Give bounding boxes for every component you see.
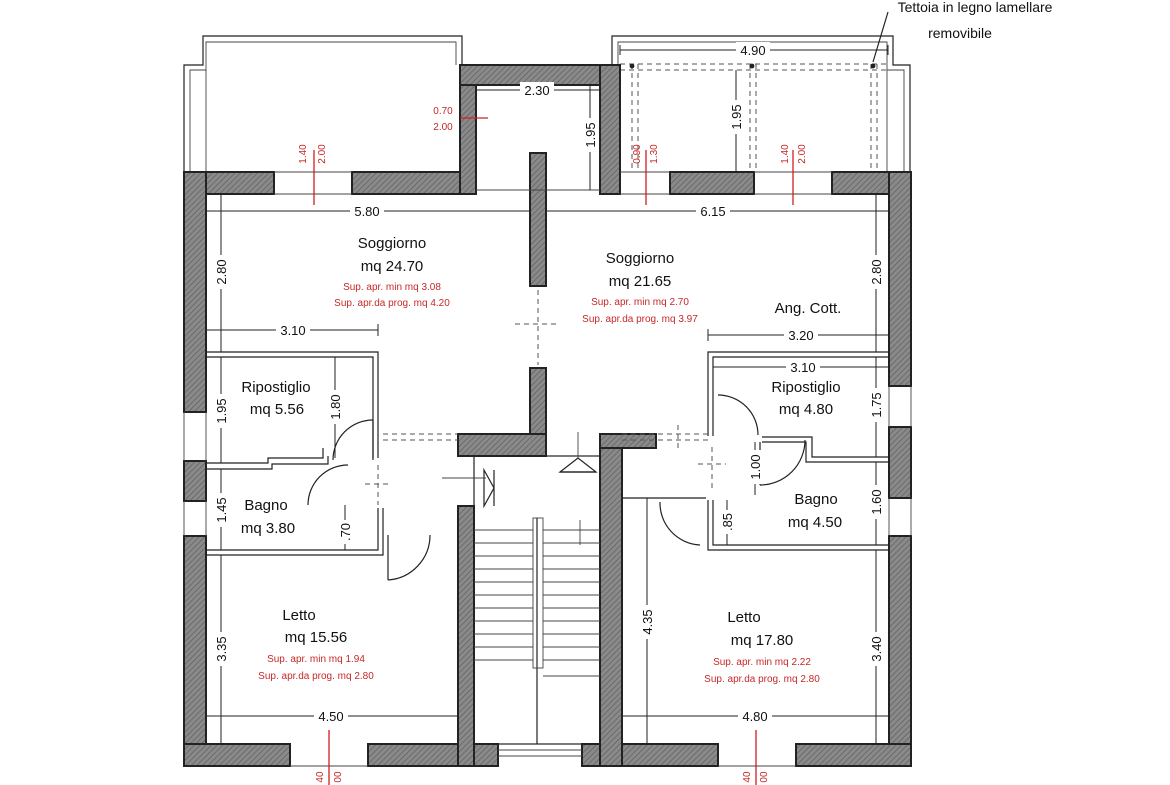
room-name-letto-left: Letto (282, 607, 315, 624)
dim-085: .85 (720, 513, 735, 531)
room-name-letto-right: Letto (727, 609, 760, 626)
dim-435: 4.35 (640, 609, 655, 634)
exterior-walls (183, 64, 912, 767)
win2-b: 2.00 (317, 144, 328, 164)
tettoia-roof (620, 11, 889, 172)
room-min-letto-left: Sup. apr. min mq 1.94 (267, 654, 365, 665)
dim-280-left: 2.80 (214, 259, 229, 284)
win3-b: 1.30 (649, 144, 660, 164)
win3-a: 0.90 (632, 144, 643, 164)
window-labels: 0.70 2.00 1.40 2.00 0.90 1.30 1.40 2.00 … (298, 106, 808, 783)
dim-195-top: 1.95 (583, 122, 598, 147)
interior-walls (206, 152, 889, 767)
dashed-marks (365, 290, 726, 505)
dim-335: 3.35 (214, 636, 229, 661)
dim-615: 6.15 (700, 204, 725, 219)
win2-a: 1.40 (298, 144, 309, 164)
room-name-soggiorno-right: Soggiorno (606, 250, 674, 267)
room-min-letto-right: Sup. apr. min mq 2.22 (713, 657, 811, 668)
dim-180: 1.80 (328, 394, 343, 419)
dim-160: 1.60 (869, 489, 884, 514)
dimension-labels: 4.90 2.30 1.95 1.95 5.80 6.15 2.80 2.80 … (213, 42, 884, 724)
room-prog-letto-right: Sup. apr.da prog. mq 2.80 (704, 674, 820, 685)
room-min-soggiorno-left: Sup. apr. min mq 3.08 (343, 282, 441, 293)
dim-320: 3.20 (788, 328, 813, 343)
dim-175: 1.75 (869, 392, 884, 417)
room-area-ripostiglio-left: mq 5.56 (250, 401, 304, 418)
dim-310-left: 3.10 (280, 323, 305, 338)
room-name-bagno-right: Bagno (794, 491, 837, 508)
room-area-soggiorno-right: mq 21.65 (609, 273, 672, 290)
dim-490: 4.90 (740, 43, 765, 58)
balcony-left (183, 35, 463, 172)
room-name-bagno-left: Bagno (244, 497, 287, 514)
win6-a: 40 (742, 771, 753, 783)
dim-340: 3.40 (869, 636, 884, 661)
room-prog-letto-left: Sup. apr.da prog. mq 2.80 (258, 671, 374, 682)
room-prog-soggiorno-right: Sup. apr.da prog. mq 3.97 (582, 314, 698, 325)
room-name-soggiorno-left: Soggiorno (358, 235, 426, 252)
room-area-bagno-right: mq 4.50 (788, 514, 842, 531)
win4-a: 1.40 (780, 144, 791, 164)
room-area-letto-right: mq 17.80 (731, 632, 794, 649)
dim-310-right: 3.10 (790, 360, 815, 375)
win5-b: 00 (333, 771, 344, 783)
dim-280-right: 2.80 (869, 259, 884, 284)
win6-b: 00 (759, 771, 770, 783)
win1-b: 2.00 (433, 122, 453, 133)
tettoia-note-line2: removibile (928, 25, 992, 41)
dim-480: 4.80 (742, 709, 767, 724)
dim-145: 1.45 (214, 497, 229, 522)
room-area-bagno-left: mq 3.80 (241, 520, 295, 537)
dim-100: 1.00 (748, 454, 763, 479)
dim-450: 4.50 (318, 709, 343, 724)
terrace-right (611, 35, 911, 172)
dim-580: 5.80 (354, 204, 379, 219)
dim-070: .70 (338, 523, 353, 541)
win5-a: 40 (315, 771, 326, 783)
window-marks (313, 117, 794, 785)
room-name-ang-cott: Ang. Cott. (775, 300, 842, 317)
win1-a: 0.70 (433, 106, 453, 117)
room-prog-soggiorno-left: Sup. apr.da prog. mq 4.20 (334, 298, 450, 309)
room-name-ripostiglio-right: Ripostiglio (771, 379, 840, 396)
room-area-soggiorno-left: mq 24.70 (361, 258, 424, 275)
staircase (442, 432, 601, 745)
dim-195-rip: 1.95 (214, 398, 229, 423)
win4-b: 2.00 (797, 144, 808, 164)
room-area-ripostiglio-right: mq 4.80 (779, 401, 833, 418)
tettoia-note-line1: Tettoia in legno lamellare (898, 0, 1053, 15)
dim-230: 2.30 (524, 83, 549, 98)
dim-195-tettoia: 1.95 (729, 104, 744, 129)
room-name-ripostiglio-left: Ripostiglio (241, 379, 310, 396)
room-min-soggiorno-right: Sup. apr. min mq 2.70 (591, 297, 689, 308)
room-area-letto-left: mq 15.56 (285, 629, 348, 646)
doors (307, 394, 806, 581)
